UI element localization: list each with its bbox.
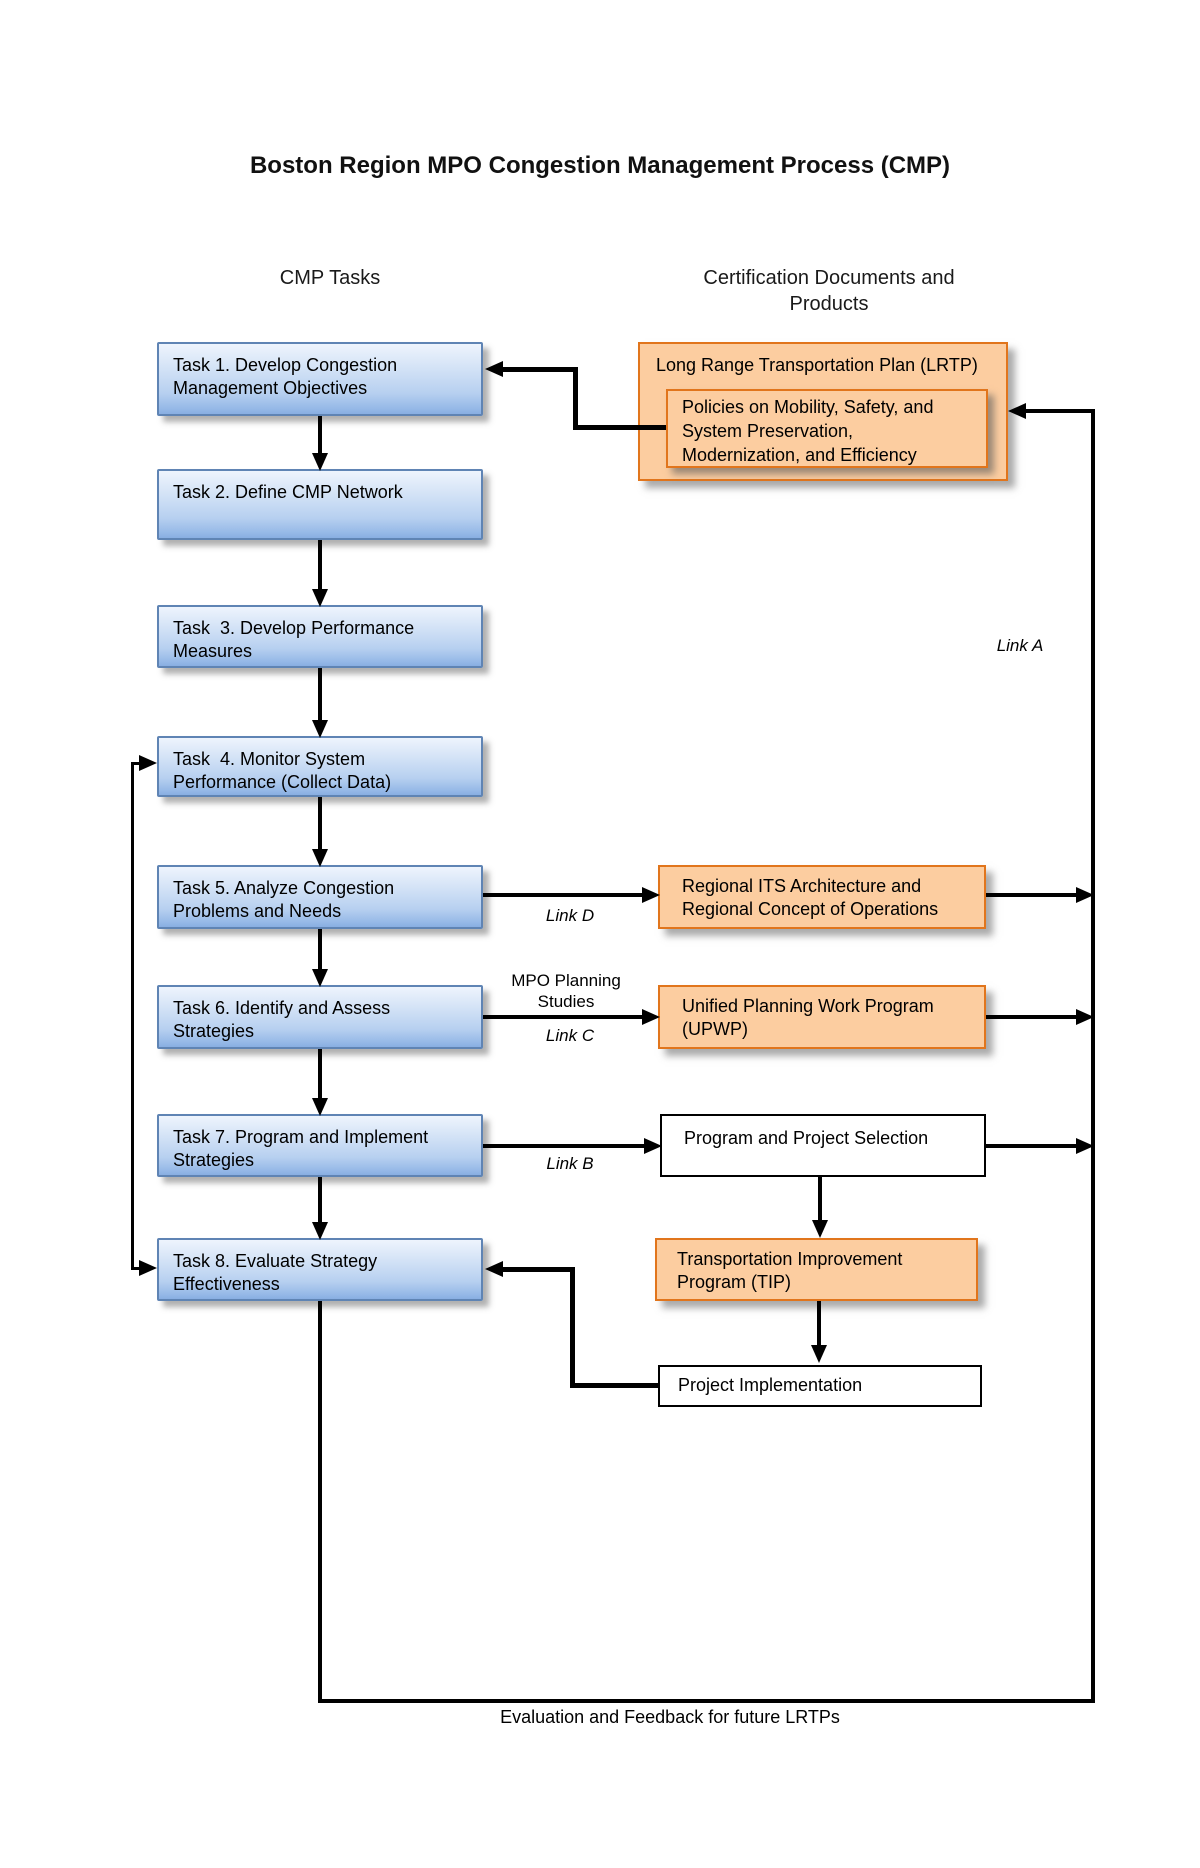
arrowhead-task6-task7 bbox=[312, 1098, 328, 1116]
arrowhead-task2-task3 bbox=[312, 589, 328, 607]
arrow-line-task4-task5 bbox=[318, 797, 322, 851]
arrow-line-regional-its-linka bbox=[986, 893, 1078, 897]
task8-feedback-vertical bbox=[318, 1301, 322, 1703]
arrowhead-task7-task8 bbox=[312, 1222, 328, 1240]
tip-box: Transportation Improvement Program (TIP) bbox=[655, 1238, 978, 1301]
connector-tip-task8-h bbox=[501, 1267, 575, 1272]
connector-lrtp-policies-h bbox=[573, 425, 666, 430]
evaluation-feedback-caption: Evaluation and Feedback for future LRTPs bbox=[500, 1707, 840, 1727]
arrow-line-task7-program-selection bbox=[483, 1144, 646, 1148]
arrowhead-linka-lrtp bbox=[1008, 403, 1026, 419]
arrowhead-task5-task6 bbox=[312, 969, 328, 987]
arrow-line-progsel-tip bbox=[818, 1177, 822, 1222]
arrowhead-tip-projimpl bbox=[811, 1345, 827, 1363]
arrowhead-feedback-task8 bbox=[139, 1260, 157, 1276]
arrow-line-task5-regional-its bbox=[483, 893, 644, 897]
page-title: Boston Region MPO Congestion Management … bbox=[249, 152, 951, 179]
arrowhead-task1-task2 bbox=[312, 453, 328, 471]
column-header-certification-documents: Certification Documents and Products bbox=[703, 267, 955, 315]
upwp-box: Unified Planning Work Program (UPWP) bbox=[658, 985, 986, 1049]
feedback-stub-task4 bbox=[131, 762, 143, 765]
arrow-line-upwp-linka bbox=[986, 1015, 1078, 1019]
arrowhead-task7-program-selection bbox=[644, 1138, 662, 1154]
task-box-5: Task 5. Analyze Congestion Problems and … bbox=[157, 865, 483, 929]
task-box-2: Task 2. Define CMP Network bbox=[157, 469, 483, 540]
lrtp-box-label: Long Range Transportation Plan (LRTP) bbox=[656, 355, 978, 375]
lrtp-policies-box: Policies on Mobility, Safety, and System… bbox=[666, 389, 988, 468]
arrow-line-tip-projimpl bbox=[817, 1301, 821, 1347]
arrowhead-task4-task5 bbox=[312, 849, 328, 867]
arrowhead-task6-upwp bbox=[642, 1009, 660, 1025]
feedback-stub-task8 bbox=[131, 1267, 143, 1270]
arrow-line-task2-task3 bbox=[318, 540, 322, 591]
arrow-line-task1-task2 bbox=[318, 416, 322, 455]
connector-lrtp-task1-v bbox=[573, 367, 578, 430]
task8-task4-feedback-vertical bbox=[131, 762, 134, 1270]
arrowhead-feedback-task4 bbox=[139, 755, 157, 771]
column-header-cmp-tasks: CMP Tasks bbox=[279, 267, 381, 289]
regional-its-box: Regional ITS Architecture and Regional C… bbox=[658, 865, 986, 929]
arrow-line-task6-upwp bbox=[483, 1015, 644, 1019]
arrow-line-task7-task8 bbox=[318, 1177, 322, 1224]
link-d-label: Link D bbox=[545, 906, 595, 925]
linka-top-line bbox=[1026, 409, 1095, 413]
link-c-label: Link C bbox=[545, 1026, 595, 1045]
arrowhead-progsel-tip bbox=[812, 1220, 828, 1238]
arrowhead-lrtp-task1 bbox=[485, 361, 503, 377]
task-box-8: Task 8. Evaluate Strategy Effectiveness bbox=[157, 1238, 483, 1301]
link-a-label: Link A bbox=[996, 636, 1044, 655]
arrowhead-tip-task8 bbox=[485, 1261, 503, 1277]
program-selection-box: Program and Project Selection bbox=[660, 1114, 986, 1177]
task-box-6: Task 6. Identify and Assess Strategies bbox=[157, 985, 483, 1049]
arrowhead-task5-regional-its bbox=[642, 887, 660, 903]
arrow-line-program-selection-linka bbox=[986, 1144, 1078, 1148]
arrowhead-program-selection-linka bbox=[1076, 1138, 1094, 1154]
feedback-bottom-line bbox=[318, 1699, 1095, 1703]
link-b-label: Link B bbox=[546, 1154, 594, 1173]
connector-projimpl-task8-v bbox=[570, 1267, 575, 1387]
arrowhead-upwp-linka bbox=[1076, 1009, 1094, 1025]
connector-projimpl-task8-h bbox=[570, 1383, 658, 1388]
arrow-line-task6-task7 bbox=[318, 1049, 322, 1100]
task-box-7: Task 7. Program and Implement Strategies bbox=[157, 1114, 483, 1177]
arrow-line-task5-task6 bbox=[318, 929, 322, 971]
arrowhead-regional-its-linka bbox=[1076, 887, 1094, 903]
linka-vertical-line bbox=[1091, 409, 1095, 1703]
arrow-line-task3-task4 bbox=[318, 668, 322, 722]
connector-lrtp-task1-h bbox=[501, 367, 578, 372]
arrowhead-task3-task4 bbox=[312, 720, 328, 738]
task-box-3: Task 3. Develop Performance Measures bbox=[157, 605, 483, 668]
task-box-1: Task 1. Develop Congestion Management Ob… bbox=[157, 342, 483, 416]
project-implementation-box: Project Implementation bbox=[658, 1365, 982, 1407]
task-box-4: Task 4. Monitor System Performance (Coll… bbox=[157, 736, 483, 797]
mpo-planning-studies-label: MPO Planning Studies bbox=[511, 971, 621, 1011]
